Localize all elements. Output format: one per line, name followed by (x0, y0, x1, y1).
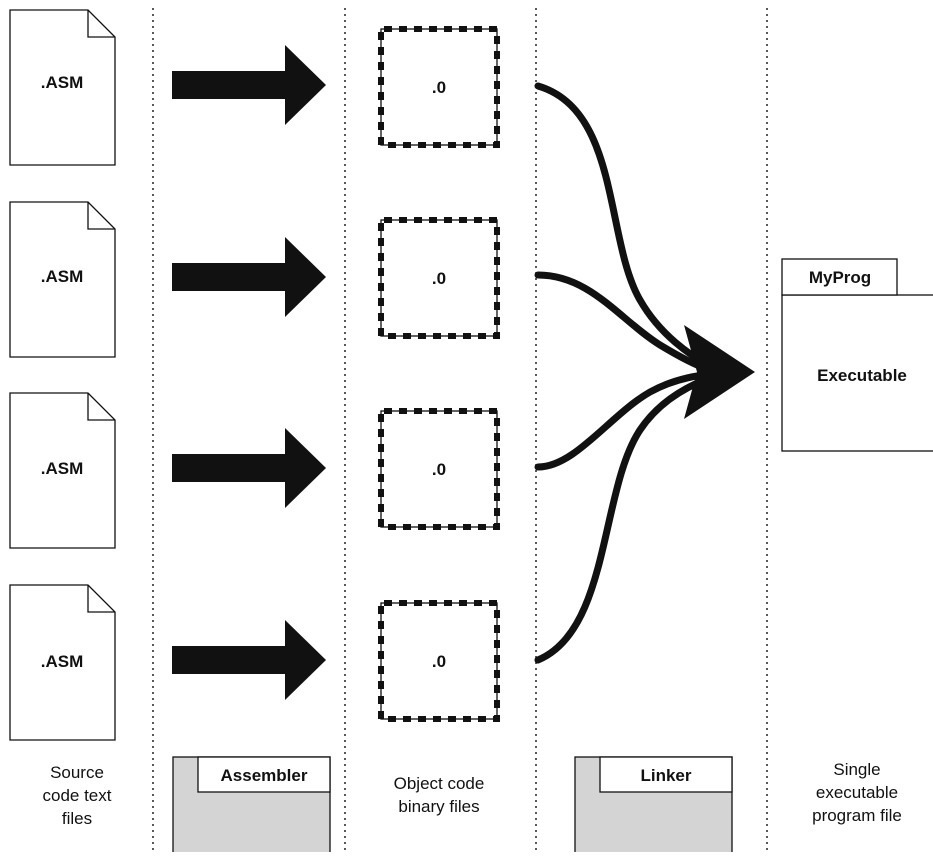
link-curve-1 (534, 82, 716, 372)
source-file-1: .ASM (9, 9, 116, 166)
link-curve-3 (534, 370, 716, 471)
executable-tab-label: MyProg (809, 268, 871, 287)
block-arrow-icon (172, 620, 326, 700)
object-file-label: .0 (432, 78, 446, 97)
column-dividers (152, 8, 768, 852)
caption-source-line-2: code text (43, 786, 112, 805)
object-file-label: .0 (432, 460, 446, 479)
link-curves (534, 82, 716, 664)
executable-label: Executable (817, 366, 907, 385)
caption-object-line-1: Object code (394, 774, 485, 793)
executable-file: MyProg Executable (781, 258, 933, 452)
caption-source-line-3: files (62, 809, 92, 828)
source-file-2: .ASM (9, 201, 116, 358)
object-file-3: .0 (378, 408, 500, 530)
link-curve-2 (534, 271, 716, 375)
caption-program-line-2: executable (816, 783, 898, 802)
block-arrow-icon (172, 428, 326, 508)
source-file-4: .ASM (9, 584, 116, 741)
assemble-arrows (172, 45, 326, 700)
source-file-3: .ASM (9, 392, 116, 549)
caption-source: Source code text files (43, 763, 112, 828)
source-file-label: .ASM (41, 459, 84, 478)
block-arrow-icon (172, 45, 326, 125)
linker-label: Linker (640, 766, 691, 785)
block-arrow-icon (172, 237, 326, 317)
assembler-tool: Assembler (172, 756, 331, 857)
source-file-label: .ASM (41, 652, 84, 671)
source-files: .ASM .ASM .ASM .ASM (9, 9, 116, 741)
caption-program-line-1: Single (833, 760, 880, 779)
source-file-label: .ASM (41, 73, 84, 92)
linker-tool: Linker (574, 756, 733, 857)
link-curve-4 (534, 373, 716, 664)
caption-object-line-2: binary files (398, 797, 479, 816)
source-file-label: .ASM (41, 267, 84, 286)
caption-source-line-1: Source (50, 763, 104, 782)
object-file-2: .0 (378, 217, 500, 339)
caption-program: Single executable program file (812, 760, 902, 825)
object-file-label: .0 (432, 652, 446, 671)
object-file-4: .0 (378, 600, 500, 722)
caption-object: Object code binary files (394, 774, 485, 816)
link-arrowhead-icon (684, 325, 755, 419)
assembler-label: Assembler (221, 766, 308, 785)
object-files: .0 .0 .0 .0 (378, 26, 500, 722)
caption-program-line-3: program file (812, 806, 902, 825)
object-file-1: .0 (378, 26, 500, 148)
object-file-label: .0 (432, 269, 446, 288)
